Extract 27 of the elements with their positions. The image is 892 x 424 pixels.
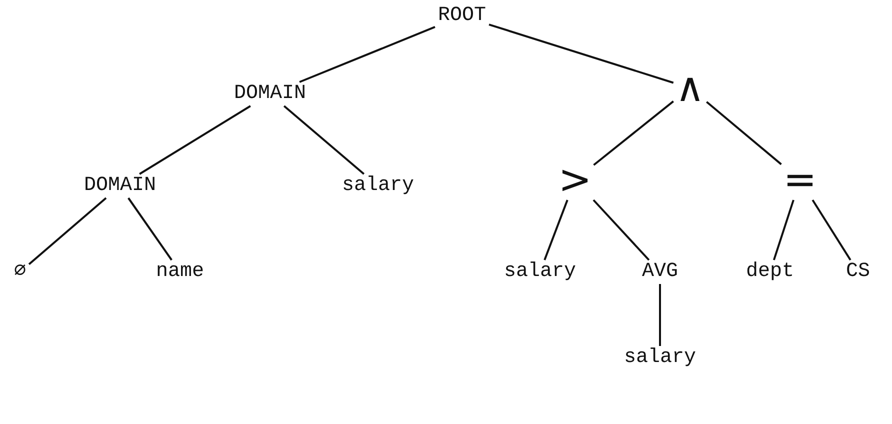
- tree-branch: [772, 200, 794, 260]
- tree-node-label: AVG: [639, 260, 681, 284]
- operator-symbol: =: [781, 160, 819, 200]
- tree-node-label: DOMAIN: [81, 174, 159, 198]
- operator-symbol: >: [556, 160, 594, 200]
- tree-node-label: DOMAIN: [231, 82, 309, 106]
- tree-branch: [488, 24, 674, 84]
- tree-node-label: ROOT: [435, 4, 489, 28]
- tree-branch: [544, 200, 568, 260]
- tree-node-label: CS: [843, 260, 873, 284]
- tree-branch: [299, 26, 436, 83]
- tree-node-label: salary: [501, 260, 579, 284]
- tree-node-label: salary: [339, 174, 417, 198]
- tree-branch: [706, 101, 782, 166]
- tree-node-label: ∅: [10, 260, 30, 284]
- tree-branch: [659, 284, 661, 346]
- tree-branch: [812, 199, 852, 261]
- tree-branch: [139, 105, 251, 175]
- tree-branch: [28, 197, 107, 265]
- operator-symbol: ∧: [673, 68, 707, 108]
- tree-branch: [283, 105, 365, 175]
- tree-branch: [128, 197, 172, 261]
- tree-node-label: salary: [621, 346, 699, 370]
- tree-branch: [592, 199, 650, 261]
- tree-branch: [593, 100, 674, 166]
- tree-node-label: name: [153, 260, 207, 284]
- tree-node-label: dept: [743, 260, 797, 284]
